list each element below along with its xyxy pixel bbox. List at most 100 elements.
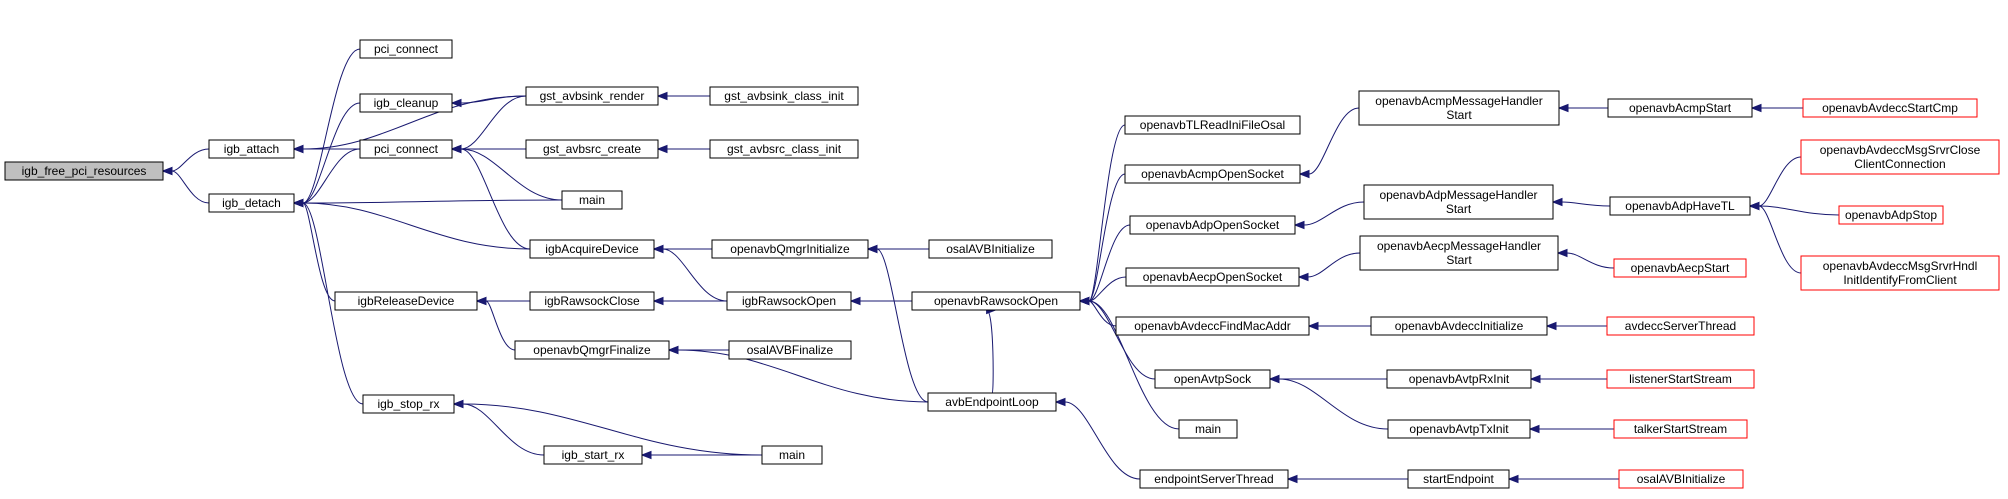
edge-gst-avbsrc-class-init-to-gst-avbsrc-create xyxy=(656,144,711,154)
node-openavb-aecp-start[interactable]: openavbAecpStart xyxy=(1613,258,1747,278)
node-openavb-avdecc-find-mac-addr[interactable]: openavbAvdeccFindMacAddr xyxy=(1115,316,1310,336)
node-main-3[interactable]: main xyxy=(1178,419,1238,439)
node-igb-cleanup[interactable]: igb_cleanup xyxy=(359,93,453,113)
node-pci-connect-1[interactable]: pci_connect xyxy=(359,39,453,59)
edge-line xyxy=(1088,224,1131,302)
node-label: openavbAcmpOpenSocket xyxy=(1141,167,1284,181)
node-open-avtp-sock[interactable]: openAvtpSock xyxy=(1154,369,1271,389)
node-igb-release-device[interactable]: igbReleaseDevice xyxy=(334,291,478,311)
node-box xyxy=(359,139,453,159)
edge-line xyxy=(1088,300,1117,327)
edge-line xyxy=(986,309,994,394)
node-label: avbEndpointLoop xyxy=(945,395,1039,409)
node-osal-avbinitialize-2[interactable]: osalAVBInitialize xyxy=(1618,469,1744,489)
node-openavb-qmgr-finalize[interactable]: openavbQmgrFinalize xyxy=(514,340,670,360)
node-igb-rawsock-open[interactable]: igbRawsockOpen xyxy=(726,291,852,311)
node-box xyxy=(1838,205,1944,225)
node-main-2[interactable]: main xyxy=(761,445,823,465)
node-label: gst_avbsink_class_init xyxy=(724,89,844,103)
node-label: osalAVBInitialize xyxy=(946,242,1035,256)
node-openavb-avtp-tx-init[interactable]: openavbAvtpTxInit xyxy=(1387,419,1531,439)
node-endpoint-server-thread[interactable]: endpointServerThread xyxy=(1139,469,1289,489)
node-igb-rawsock-close[interactable]: igbRawsockClose xyxy=(529,291,655,311)
edge-line xyxy=(1088,173,1126,302)
edge-openavb-tlread-ini-file-osal-to-openavb-rawsock-open xyxy=(1078,124,1126,306)
node-openavb-tlread-ini-file-osal[interactable]: openavbTLReadIniFileOsal xyxy=(1124,115,1301,135)
node-igb-start-rx[interactable]: igb_start_rx xyxy=(543,445,643,465)
node-igb-acquire-device[interactable]: igbAcquireDevice xyxy=(529,239,655,259)
edge-openavb-avdecc-msg-srvr-close-client-connection-to-openavb-adp-have-tl xyxy=(1748,156,1802,211)
arrowhead-icon xyxy=(1268,374,1280,384)
node-box xyxy=(1800,255,2000,291)
node-openavb-adp-open-socket[interactable]: openavbAdpOpenSocket xyxy=(1129,215,1296,235)
arrowhead-icon xyxy=(1293,220,1305,230)
node-gst-avbsink-render[interactable]: gst_avbsink_render xyxy=(525,86,659,106)
node-openavb-avdecc-msg-srvr-close-client-connection[interactable]: openavbAvdeccMsgSrvrCloseClientConnectio… xyxy=(1800,139,2000,175)
node-label: Start xyxy=(1446,202,1472,216)
node-igb-stop-rx[interactable]: igb_stop_rx xyxy=(362,394,455,414)
node-box xyxy=(1606,316,1755,336)
node-box xyxy=(911,291,1081,311)
node-label: igbReleaseDevice xyxy=(358,294,455,308)
node-pci-connect-2[interactable]: pci_connect xyxy=(359,139,453,159)
node-label: openavbAvdeccStartCmp xyxy=(1822,101,1958,115)
node-box xyxy=(525,139,659,159)
node-gst-avbsrc-class-init[interactable]: gst_avbsrc_class_init xyxy=(709,139,859,159)
node-openavb-acmp-start[interactable]: openavbAcmpStart xyxy=(1607,98,1753,118)
node-avdecc-server-thread[interactable]: avdeccServerThread xyxy=(1606,316,1755,336)
edge-line xyxy=(1088,124,1126,302)
node-label: openavbQmgrInitialize xyxy=(730,242,850,256)
node-openavb-qmgr-initialize[interactable]: openavbQmgrInitialize xyxy=(711,239,869,259)
node-box xyxy=(928,239,1053,259)
node-openavb-avdecc-msg-srvr-hndl-init-identify-from-client[interactable]: openavbAvdeccMsgSrvrHndlInitIdentifyFrom… xyxy=(1800,255,2000,291)
node-label: openavbAvdeccMsgSrvrHndl xyxy=(1823,259,1978,273)
node-label: osalAVBInitialize xyxy=(1637,472,1726,486)
edge-line xyxy=(1303,201,1365,226)
node-main-1[interactable]: main xyxy=(561,190,623,210)
edge-igb-acquire-device-to-pci-connect-2 xyxy=(450,144,531,250)
node-box xyxy=(529,239,655,259)
node-openavb-avtp-rx-init[interactable]: openavbAvtpRxInit xyxy=(1386,369,1532,389)
node-box xyxy=(1129,215,1296,235)
node-openavb-rawsock-open[interactable]: openavbRawsockOpen xyxy=(911,291,1081,311)
node-gst-avbsink-class-init[interactable]: gst_avbsink_class_init xyxy=(709,86,859,106)
node-openavb-adp-have-tl[interactable]: openavbAdpHaveTL xyxy=(1609,196,1751,216)
arrowhead-icon xyxy=(1557,103,1569,113)
arrowhead-icon xyxy=(1545,321,1557,331)
edge-igb-detach-to-igb-free-pci-resources xyxy=(161,166,210,204)
node-label: gst_avbsrc_create xyxy=(543,142,641,156)
node-osal-avbinitialize-1[interactable]: osalAVBInitialize xyxy=(928,239,1053,259)
arrowhead-icon xyxy=(1507,474,1519,484)
node-openavb-adp-stop[interactable]: openavbAdpStop xyxy=(1838,205,1944,225)
arrowhead-icon xyxy=(450,98,462,108)
node-listener-start-stream[interactable]: listenerStartStream xyxy=(1606,369,1755,389)
node-label: main xyxy=(779,448,805,462)
node-talker-start-stream[interactable]: talkerStartStream xyxy=(1613,419,1748,439)
node-openavb-acmp-open-socket[interactable]: openavbAcmpOpenSocket xyxy=(1124,164,1301,184)
edge-endpoint-server-thread-to-avb-endpoint-loop xyxy=(1054,397,1141,480)
node-openavb-avdecc-initialize[interactable]: openavbAvdeccInitialize xyxy=(1370,316,1548,336)
node-label: main xyxy=(1195,422,1221,436)
node-box xyxy=(1606,369,1755,389)
node-igb-free-pci-resources[interactable]: igb_free_pci_resources xyxy=(4,161,164,181)
node-box xyxy=(1613,258,1747,278)
node-gst-avbsrc-create[interactable]: gst_avbsrc_create xyxy=(525,139,659,159)
node-box xyxy=(543,445,643,465)
edge-gst-avbsink-class-init-to-gst-avbsink-render xyxy=(656,91,711,101)
edge-line xyxy=(302,199,563,204)
node-openavb-aecp-open-socket[interactable]: openavbAecpOpenSocket xyxy=(1125,267,1300,287)
node-igb-attach[interactable]: igb_attach xyxy=(208,139,295,159)
node-igb-detach[interactable]: igb_detach xyxy=(208,193,295,213)
edge-line xyxy=(1088,300,1180,430)
arrowhead-icon xyxy=(292,144,304,154)
node-openavb-avdecc-start-cmp[interactable]: openavbAvdeccStartCmp xyxy=(1802,98,1978,118)
node-avb-endpoint-loop[interactable]: avbEndpointLoop xyxy=(927,392,1057,412)
edge-line xyxy=(1088,276,1127,302)
node-osal-avbfinalize[interactable]: osalAVBFinalize xyxy=(728,340,852,360)
node-start-endpoint[interactable]: startEndpoint xyxy=(1407,469,1510,489)
edge-line xyxy=(460,148,531,250)
